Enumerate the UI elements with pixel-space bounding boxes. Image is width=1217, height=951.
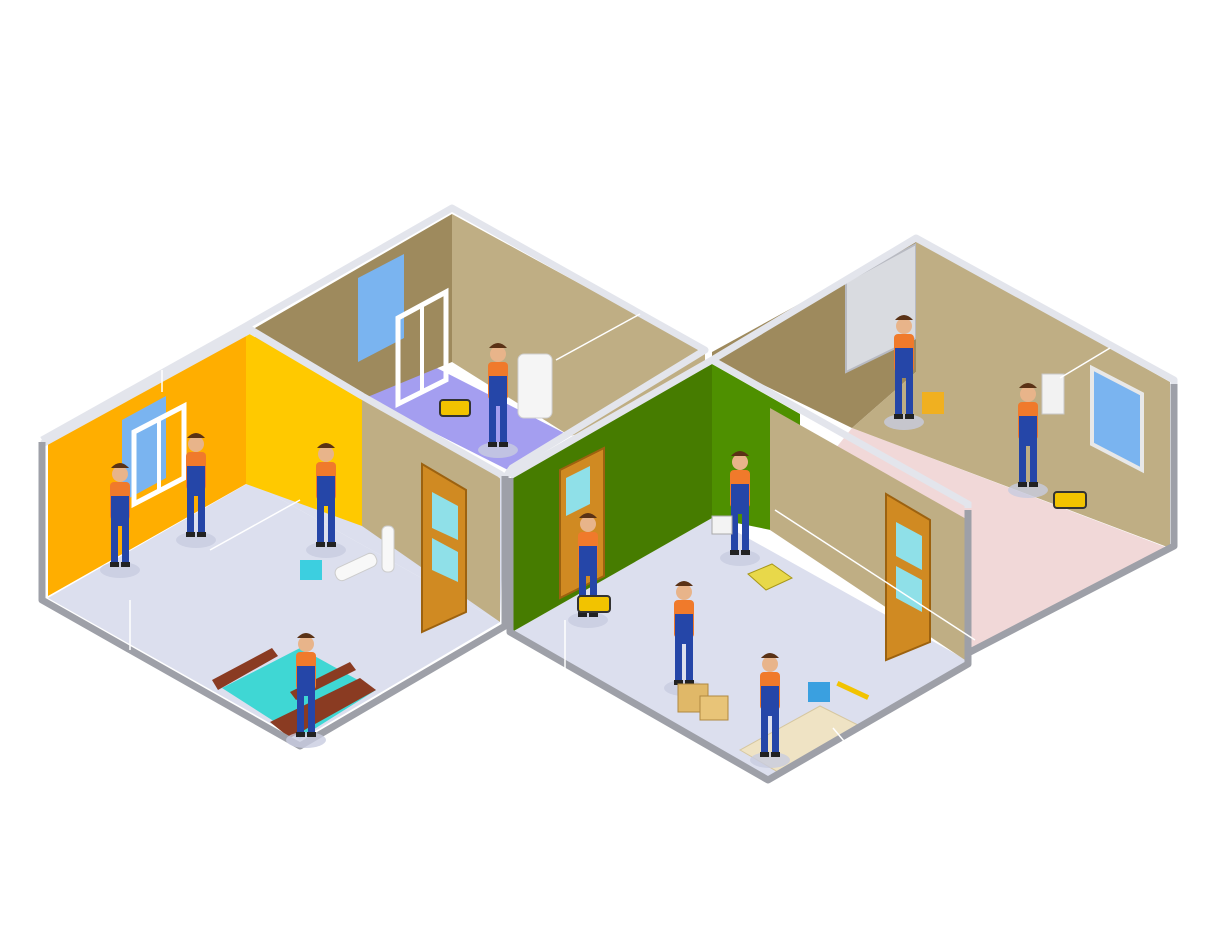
right-house-wall-tops (508, 234, 1178, 480)
worker-figure (568, 513, 608, 628)
worker-figure (100, 463, 140, 578)
worker-figure (884, 315, 924, 430)
paint-bucket (711, 515, 733, 535)
worker-figure (306, 443, 346, 558)
toolbox-icon (439, 399, 471, 417)
toolbox-icon (1053, 491, 1087, 509)
worker-figure (1008, 383, 1048, 498)
workers (100, 315, 1048, 768)
sink (517, 353, 553, 419)
toolbox-icon (577, 595, 611, 613)
worker-figure (478, 343, 518, 458)
electrical-panel (1041, 373, 1065, 415)
bathroom-back-wall-right (452, 214, 705, 436)
pink-room-back-wall-right (852, 240, 1170, 548)
bathroom-window (358, 254, 404, 362)
wood-plank (270, 678, 376, 738)
props (300, 353, 1087, 721)
paint-bucket (808, 682, 830, 702)
worker-figure (286, 633, 326, 748)
spirit-level (836, 681, 870, 700)
left-room-floor (48, 482, 500, 740)
green-room-floor (512, 518, 970, 778)
paint-tray (747, 563, 793, 591)
callout-leaders (129, 313, 1111, 761)
worker-figure (176, 433, 216, 548)
bathroom-floor (365, 362, 570, 472)
wallpaper-roll (334, 552, 378, 582)
paint-bucket (300, 560, 322, 580)
window-frame (395, 287, 449, 409)
worker-figure (750, 653, 790, 768)
wallpaper-roll (381, 525, 395, 573)
worker-figure (720, 451, 760, 566)
right-house (506, 234, 1178, 784)
pink-room-window (1090, 364, 1144, 474)
paint-bucket (922, 392, 944, 414)
